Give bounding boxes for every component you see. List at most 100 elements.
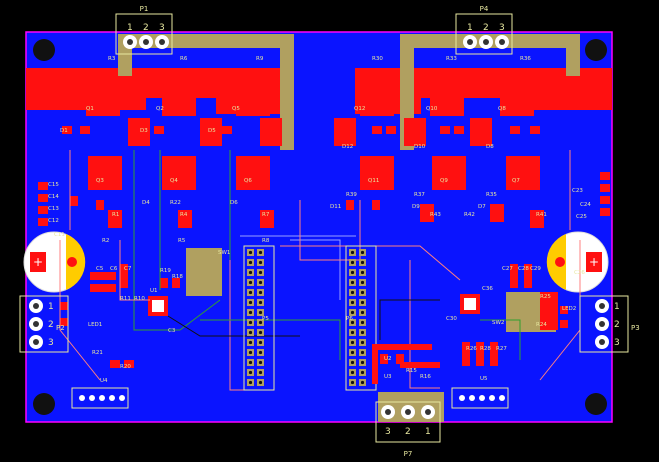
designator-q10: Q10 bbox=[426, 106, 438, 112]
designator-sw2: SW2 bbox=[492, 320, 504, 326]
designator-c12: C12 bbox=[48, 218, 59, 224]
designator-d6: D6 bbox=[230, 200, 238, 206]
designators-center: P5 P6 bbox=[262, 316, 353, 322]
designator-d8: D8 bbox=[486, 144, 494, 150]
capacitor-c26: + bbox=[546, 231, 609, 293]
designator-c15: C15 bbox=[48, 182, 59, 188]
p7-pin-2: 2 bbox=[405, 427, 411, 437]
designator-c36: C36 bbox=[482, 286, 493, 292]
connector-p4: P4 1 2 3 bbox=[455, 5, 513, 55]
connector-p3: P3 1 2 3 bbox=[579, 295, 640, 353]
smd-components bbox=[60, 126, 568, 368]
designator-r8: R8 bbox=[262, 238, 270, 244]
designator-r11: R11 bbox=[120, 296, 131, 302]
designator-d10: D10 bbox=[414, 144, 426, 150]
designator-c5: C5 bbox=[96, 266, 104, 272]
designator-r24: R24 bbox=[536, 322, 547, 328]
designator-q1: Q1 bbox=[86, 106, 94, 112]
designator-q6: Q6 bbox=[244, 178, 252, 184]
designator-q4: Q4 bbox=[170, 178, 178, 184]
designator-q2: Q2 bbox=[156, 106, 164, 112]
designator-u4: U4 bbox=[100, 378, 108, 384]
designator-q9: Q9 bbox=[440, 178, 448, 184]
mosfet-pads-left bbox=[86, 76, 282, 190]
footprint-u4 bbox=[71, 387, 129, 409]
designator-r39: R39 bbox=[346, 192, 357, 198]
p1-pin-2: 2 bbox=[143, 23, 149, 33]
capacitor-c11: + bbox=[23, 231, 86, 293]
designator-r22: R22 bbox=[170, 200, 181, 206]
p1-label: P1 bbox=[140, 5, 149, 13]
p7-pin-1: 1 bbox=[425, 427, 431, 437]
designator-led2: LED2 bbox=[562, 306, 576, 312]
p3-label: P3 bbox=[631, 324, 640, 332]
designator-r37: R37 bbox=[414, 192, 425, 198]
p7-label: P7 bbox=[404, 450, 413, 458]
connector-p1: P1 1 2 3 bbox=[115, 5, 173, 55]
designator-c3: C3 bbox=[168, 328, 176, 334]
header-p5 bbox=[243, 245, 275, 391]
designator-r28: R28 bbox=[480, 346, 491, 352]
designator-c30: C30 bbox=[446, 316, 457, 322]
designator-d12: D12 bbox=[342, 144, 353, 150]
designator-d4: D4 bbox=[142, 200, 150, 206]
p4-label: P4 bbox=[480, 5, 489, 13]
designator-r16: R16 bbox=[420, 374, 431, 380]
designator-c26: C26 bbox=[574, 270, 585, 276]
designator-r20: R20 bbox=[120, 364, 131, 370]
designator-u3: U3 bbox=[384, 374, 392, 380]
designator-u5: U5 bbox=[480, 376, 488, 382]
designator-p5: P5 bbox=[262, 316, 269, 322]
designator-r41: R41 bbox=[536, 212, 547, 218]
designator-p6: P6 bbox=[346, 316, 353, 322]
designator-c6: C6 bbox=[110, 266, 118, 272]
designator-c14: C14 bbox=[48, 194, 59, 200]
designator-sw1: SW1 bbox=[218, 250, 230, 256]
designator-q11: Q11 bbox=[368, 178, 379, 184]
designator-c28: C28 bbox=[518, 266, 529, 272]
connector-p7: P7 3 2 1 bbox=[375, 401, 441, 458]
designator-d3: D3 bbox=[140, 128, 148, 134]
cap-stacks bbox=[38, 172, 610, 226]
p2-pin-2: 2 bbox=[48, 320, 54, 330]
designator-c23: C23 bbox=[572, 188, 583, 194]
p3-pin-2: 2 bbox=[614, 320, 620, 330]
connector-p2: P2 1 2 3 bbox=[19, 295, 69, 353]
designator-q8: Q8 bbox=[498, 106, 506, 112]
designator-r21: R21 bbox=[92, 350, 103, 356]
p4-pin-3: 3 bbox=[499, 23, 505, 33]
designator-r15: R15 bbox=[406, 368, 417, 374]
svg-text:+: + bbox=[33, 255, 43, 269]
designator-q7: Q7 bbox=[512, 178, 520, 184]
mosfet-pads-right bbox=[334, 76, 540, 190]
designator-r26: R26 bbox=[466, 346, 477, 352]
designator-r30: R30 bbox=[372, 56, 383, 62]
designator-c27: C27 bbox=[502, 266, 513, 272]
p1-pin-3: 3 bbox=[159, 23, 165, 33]
designator-q12: Q12 bbox=[354, 106, 365, 112]
p7-pin-3: 3 bbox=[385, 427, 391, 437]
designator-r4: R4 bbox=[180, 212, 188, 218]
designator-c24: C24 bbox=[580, 202, 591, 208]
designator-r5: R5 bbox=[178, 238, 186, 244]
p4-pin-1: 1 bbox=[467, 23, 473, 33]
designator-r35: R35 bbox=[486, 192, 497, 198]
svg-text:+: + bbox=[589, 255, 599, 269]
designator-c13: C13 bbox=[48, 206, 59, 212]
designator-c11: C11 bbox=[54, 232, 65, 238]
designator-d11: D11 bbox=[330, 204, 341, 210]
designator-r25: R25 bbox=[540, 294, 551, 300]
designator-u1: U1 bbox=[150, 288, 158, 294]
p1-pin-1: 1 bbox=[127, 23, 133, 33]
designator-r19: R19 bbox=[160, 268, 171, 274]
designator-q3: Q3 bbox=[96, 178, 104, 184]
p2-label: P2 bbox=[56, 324, 65, 332]
designator-r3: R3 bbox=[108, 56, 116, 62]
designator-r18: R18 bbox=[172, 274, 183, 280]
ic-u2 bbox=[460, 294, 480, 314]
designator-c25: C25 bbox=[576, 214, 587, 220]
